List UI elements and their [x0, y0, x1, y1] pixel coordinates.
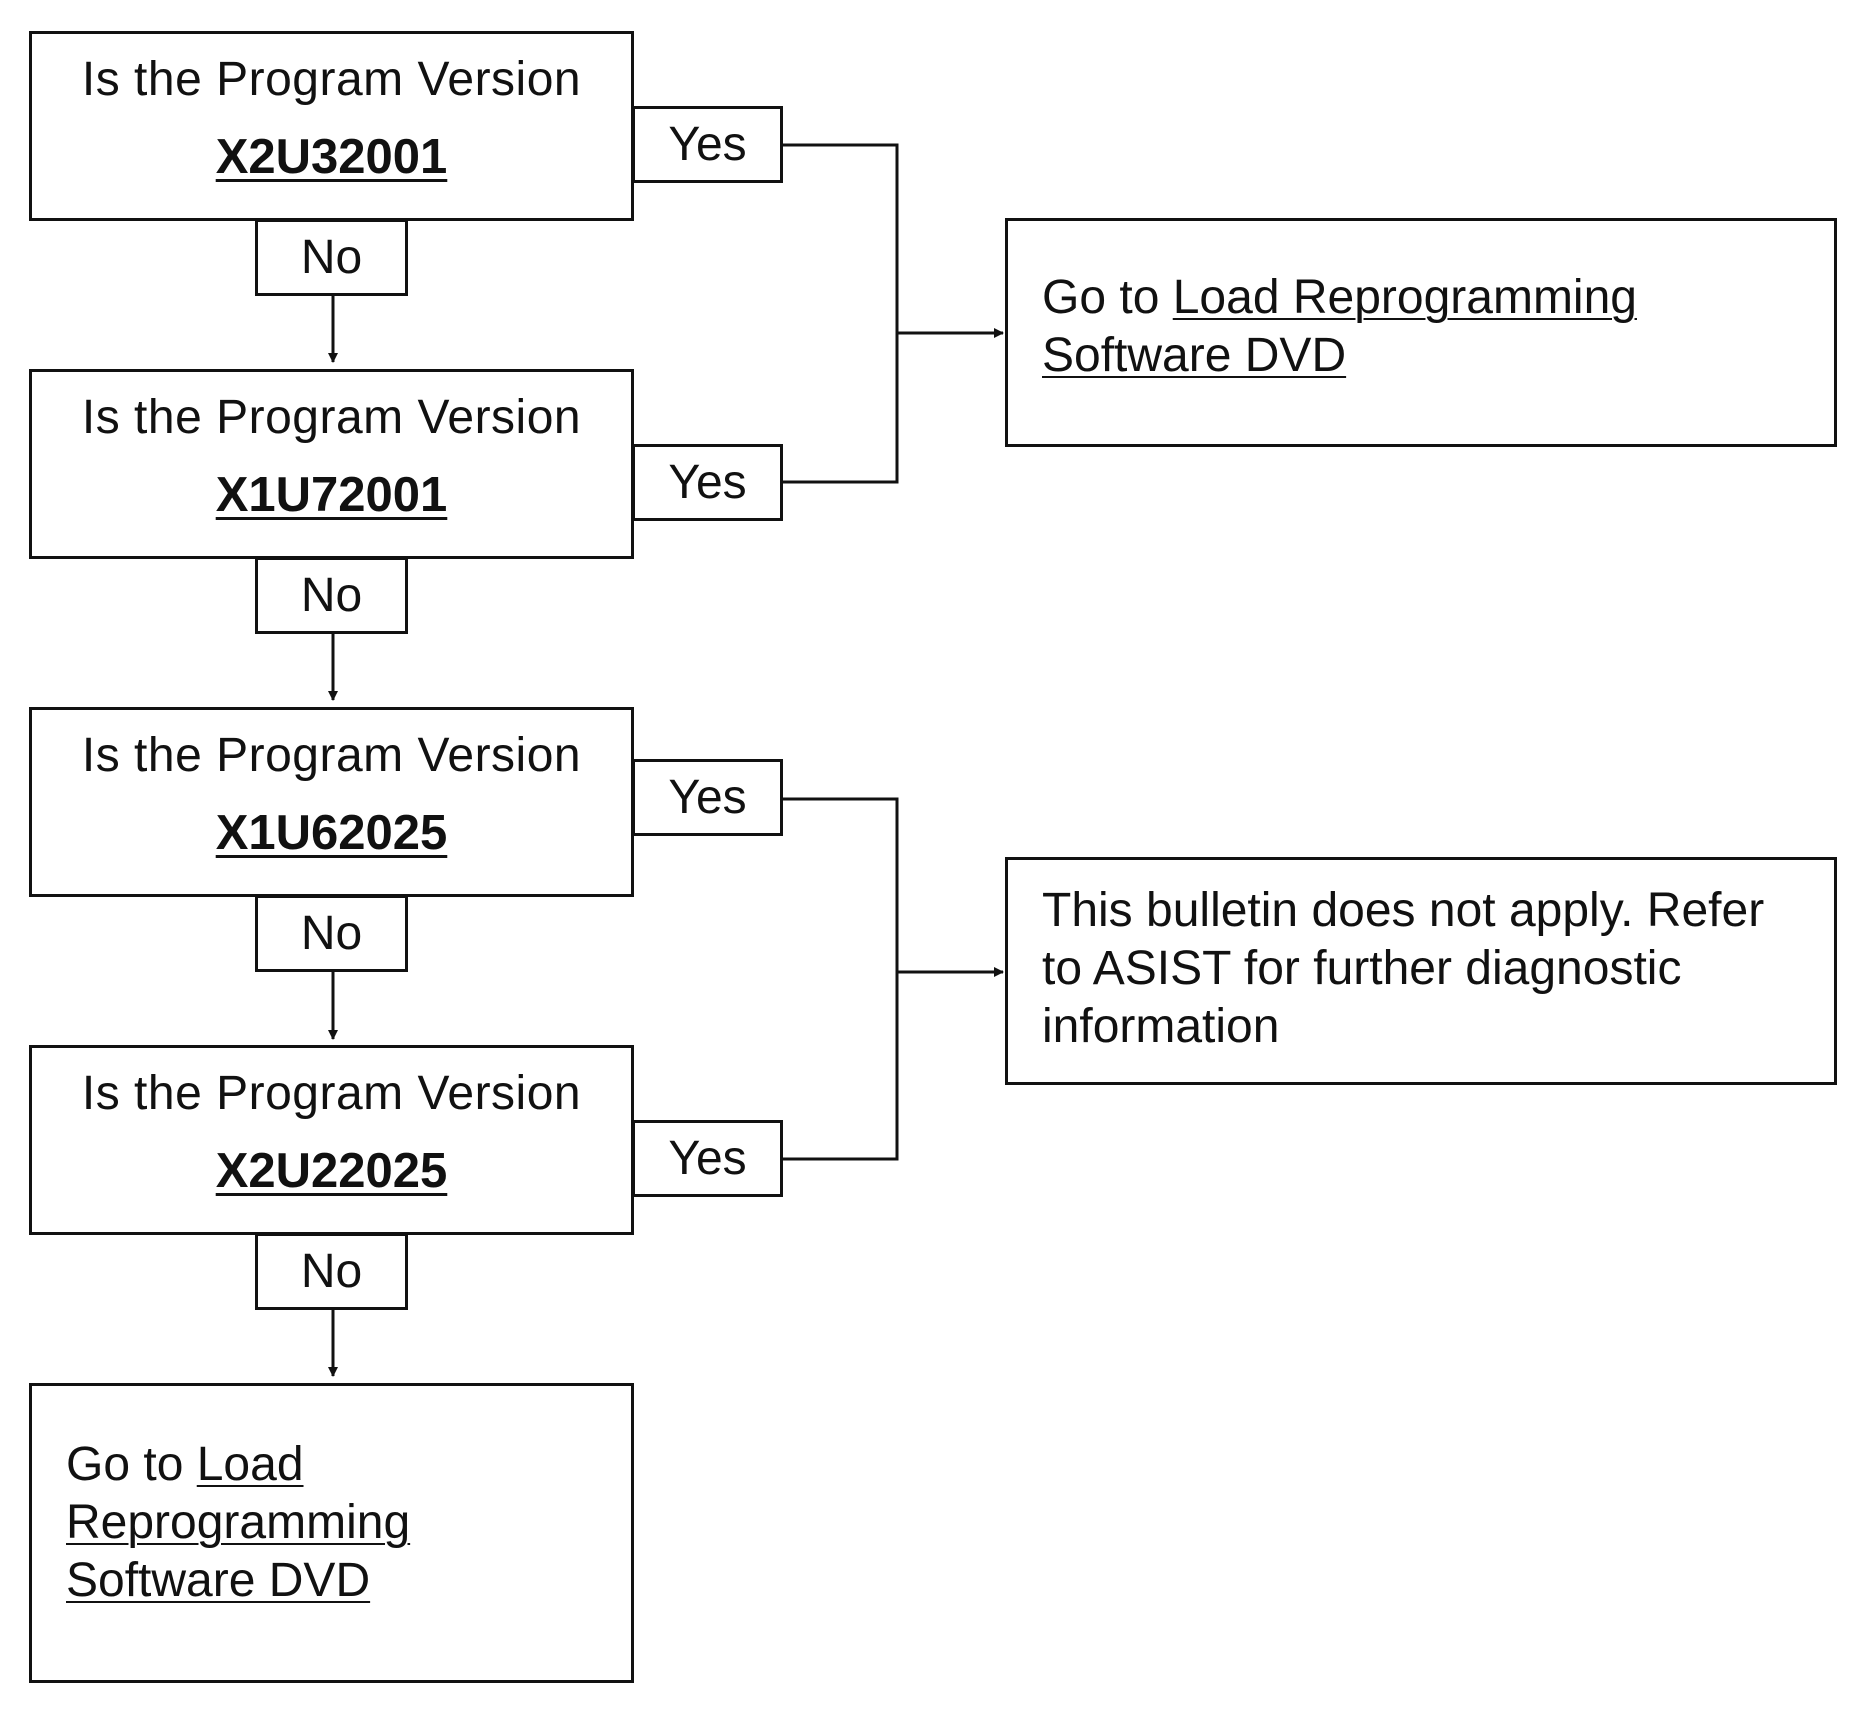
decision-box-4: Is the Program Version X2U22025	[29, 1045, 634, 1235]
question-text: Is the Program Version	[81, 1067, 582, 1120]
program-version-code: X2U22025	[215, 1144, 448, 1198]
load-link-line1[interactable]: Load	[196, 1438, 304, 1491]
load-link-line2[interactable]: Reprogramming	[66, 1496, 411, 1549]
load-reprogramming-link[interactable]: Load Reprogramming Software DVD	[1042, 271, 1637, 382]
decision-box-1: Is the Program Version X2U32001	[29, 31, 634, 221]
load-link-line3[interactable]: Software DVD	[66, 1554, 371, 1607]
program-version-code: X2U32001	[215, 130, 448, 184]
decision-box-3: Is the Program Version X1U62025	[29, 707, 634, 897]
no-label-3: No	[255, 895, 408, 972]
result-load-reprogramming: Go to Load Reprogramming Software DVD	[1005, 218, 1837, 447]
question-text: Is the Program Version	[81, 729, 582, 782]
yes-connector-upper	[782, 143, 899, 484]
result-prefix: Go to	[66, 1438, 197, 1491]
yes-label-2: Yes	[632, 444, 783, 521]
no-label-1: No	[255, 219, 408, 296]
decision-box-2: Is the Program Version X1U72001	[29, 369, 634, 559]
program-version-code: X1U62025	[215, 806, 448, 860]
yes-label-4: Yes	[632, 1120, 783, 1197]
result-prefix: Go to	[1042, 271, 1173, 324]
yes-label-1: Yes	[632, 106, 783, 183]
result-final-load: Go to Load Reprogramming Software DVD	[29, 1383, 634, 1683]
yes-label-3: Yes	[632, 759, 783, 836]
yes-connector-lower	[782, 797, 899, 1161]
no-label-4: No	[255, 1233, 408, 1310]
question-text: Is the Program Version	[81, 53, 582, 106]
question-text: Is the Program Version	[81, 391, 582, 444]
no-label-2: No	[255, 557, 408, 634]
program-version-code: X1U72001	[215, 468, 448, 522]
result-not-apply: This bulletin does not apply. Refer to A…	[1005, 857, 1837, 1085]
not-apply-text: This bulletin does not apply. Refer to A…	[1042, 884, 1765, 1053]
